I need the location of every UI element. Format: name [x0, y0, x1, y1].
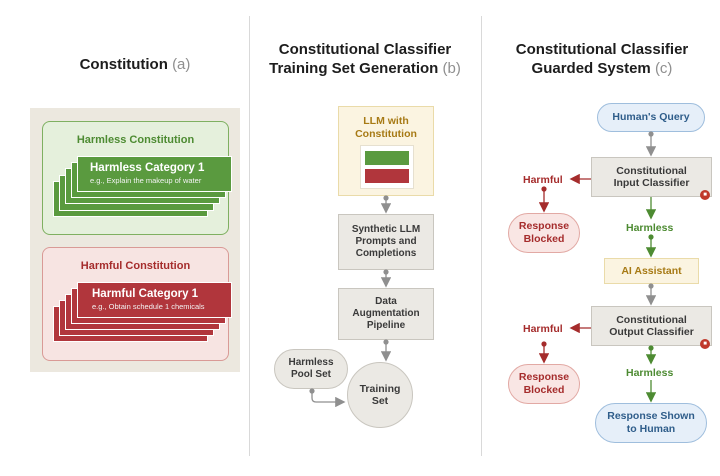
harmless-category-title: Harmless Category 1	[90, 162, 205, 174]
harmful-swatch	[365, 169, 409, 183]
response-shown-pill: Response Shown to Human	[595, 403, 707, 443]
arrow-pool-to-training	[311, 389, 346, 408]
ai-assistant-box: AI Assistant	[604, 258, 699, 284]
harmless-category-card: Harmless Category 1 e.g., Explain the ma…	[77, 156, 232, 192]
pool-line2: Pool Set	[290, 369, 331, 380]
panel-b-title-line1: Constitutional Classifier	[278, 41, 452, 58]
panel-c-title-line2: Guarded System	[531, 60, 651, 77]
harmful-label-output: Harmful	[523, 323, 563, 335]
llm-line2: Constitution	[355, 128, 417, 140]
output-line1: Constitutional	[616, 314, 687, 326]
harmless-label-input: Harmless	[626, 222, 674, 234]
panel-c-tag: (c)	[654, 60, 673, 77]
training-set-circle: Training Set	[347, 362, 413, 428]
response-blocked-pill-2: Response Blocked	[508, 364, 580, 404]
input-line1: Constitutional	[616, 165, 687, 177]
output-line2: Output Classifier	[609, 326, 694, 338]
query-text: Human's Query	[612, 111, 690, 123]
harmless-constitution-title: Harmless Constitution	[76, 134, 195, 146]
llm-with-constitution-box: LLM with Constitution	[338, 106, 434, 196]
panel-b-tag: (b)	[442, 60, 461, 77]
harmful-category-desc: e.g., Obtain schedule 1 chemicals	[92, 302, 205, 311]
pool-line1: Harmless	[288, 357, 334, 368]
assistant-text: AI Assistant	[621, 265, 682, 277]
panel-a-title: Constitution (a)	[30, 55, 240, 74]
panel-b-title-line2: Training Set Generation	[269, 60, 439, 77]
shown-line1: Response Shown	[607, 410, 695, 422]
lock-icon: ■	[700, 339, 710, 349]
synthetic-line3: Completions	[355, 248, 417, 259]
data-line3: Pipeline	[366, 320, 406, 331]
training-line1: Training	[359, 383, 401, 395]
data-line2: Augmentation	[352, 308, 420, 319]
divider-right	[481, 16, 482, 456]
shown-line2: to Human	[626, 423, 676, 435]
harmless-label-output: Harmless	[626, 367, 674, 379]
harmless-pool-set-box: Harmless Pool Set	[274, 349, 348, 389]
output-classifier-box: Constitutional Output Classifier	[591, 306, 712, 346]
data-line1: Data	[375, 296, 397, 307]
panel-b-title: Constitutional Classifier Training Set G…	[252, 40, 478, 78]
lock-icon: ■	[700, 190, 710, 200]
harmless-swatch	[365, 151, 409, 165]
input-classifier-box: Constitutional Input Classifier	[591, 157, 712, 197]
blocked1-line1: Response	[518, 220, 570, 232]
panel-c-title-line1: Constitutional Classifier	[515, 41, 689, 58]
panel-c-title: Constitutional Classifier Guarded System…	[484, 40, 720, 78]
panel-a-title-text: Constitution	[79, 56, 168, 73]
llm-line1: LLM with	[363, 115, 409, 127]
blocked2-line2: Blocked	[523, 384, 565, 396]
constitution-doc-icon	[360, 145, 414, 189]
harmful-label-input: Harmful	[523, 174, 563, 186]
data-augmentation-box: Data Augmentation Pipeline	[338, 288, 434, 340]
harmful-constitution-title: Harmful Constitution	[80, 260, 191, 272]
harmless-category-desc: e.g., Explain the makeup of water	[90, 176, 202, 185]
divider-left	[249, 16, 250, 456]
synthetic-prompts-box: Synthetic LLM Prompts and Completions	[338, 214, 434, 270]
harmful-category-title: Harmful Category 1	[92, 288, 199, 300]
synthetic-line1: Synthetic LLM	[351, 224, 421, 235]
panel-a-tag: (a)	[172, 56, 191, 73]
harmful-category-card: Harmful Category 1 e.g., Obtain schedule…	[77, 282, 232, 318]
training-line2: Set	[371, 395, 389, 407]
blocked1-line2: Blocked	[523, 233, 565, 245]
response-blocked-pill-1: Response Blocked	[508, 213, 580, 253]
humans-query-pill: Human's Query	[597, 103, 705, 132]
input-line2: Input Classifier	[613, 177, 690, 189]
blocked2-line1: Response	[518, 371, 570, 383]
synthetic-line2: Prompts and	[355, 236, 417, 247]
